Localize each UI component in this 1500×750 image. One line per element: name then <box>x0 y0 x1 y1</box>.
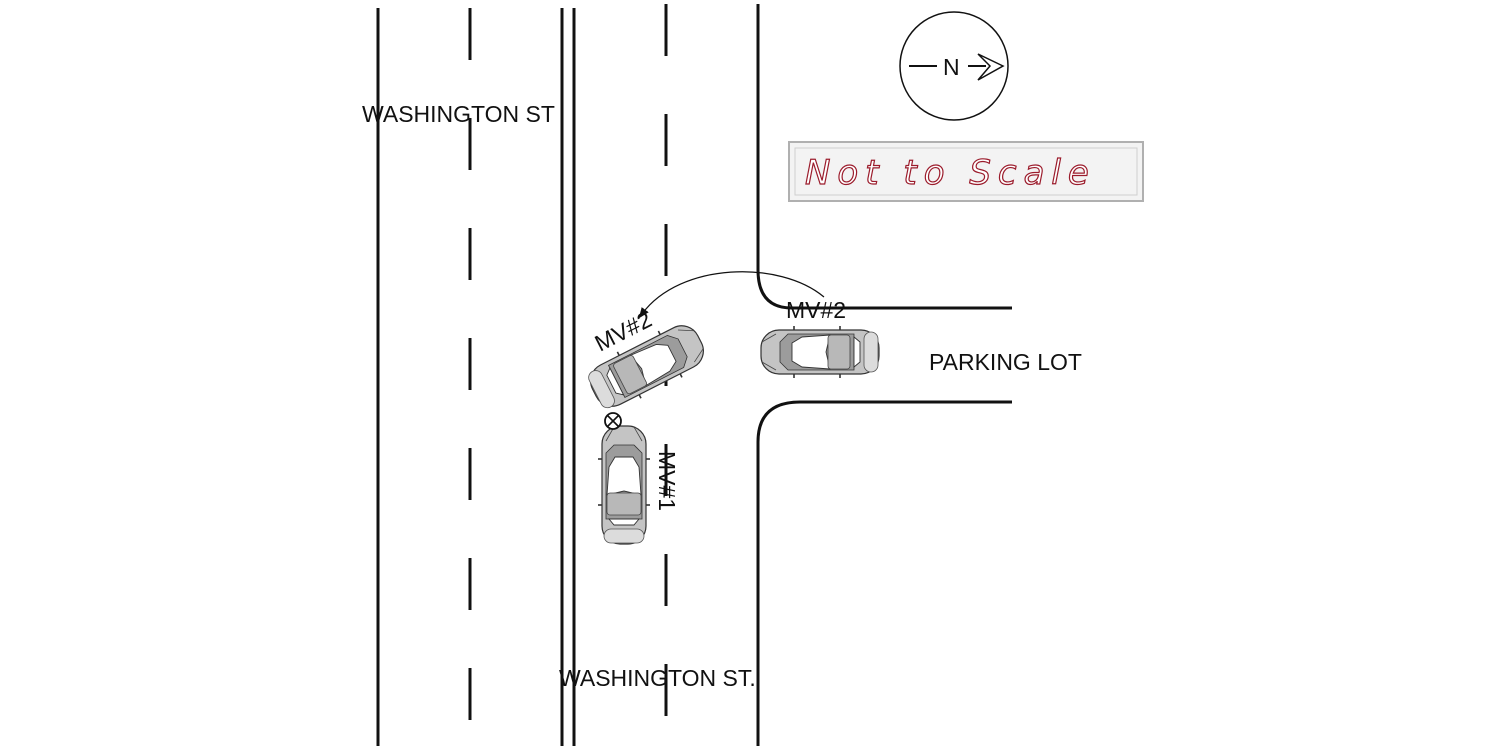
road-edge-east-south <box>756 400 1012 746</box>
vehicle-2-start-car-icon <box>760 325 880 379</box>
north-arrow: N <box>899 11 1009 121</box>
scale-note: Not to Scale <box>788 141 1144 202</box>
vehicle-1-label: MV#1 <box>654 451 680 511</box>
vehicle-2-path-arrow <box>638 271 825 319</box>
vehicle-1-car-icon <box>597 425 651 545</box>
road-edge-east-north <box>756 4 1012 310</box>
scale-note-text: Not to Scale <box>805 153 1096 193</box>
impact-point-icon <box>604 412 622 430</box>
north-arrow-icon <box>977 53 1005 81</box>
parking-lot-label: PARKING LOT <box>929 349 1082 375</box>
street-label-bottom: WASHINGTON ST. <box>559 665 756 691</box>
north-arrow-circle <box>899 11 1009 121</box>
vehicle-2-start-label: MV#2 <box>786 297 846 323</box>
north-arrow-letter: N <box>943 54 960 80</box>
street-label-top: WASHINGTON ST <box>362 101 555 127</box>
scale-note-frame <box>788 141 1144 202</box>
